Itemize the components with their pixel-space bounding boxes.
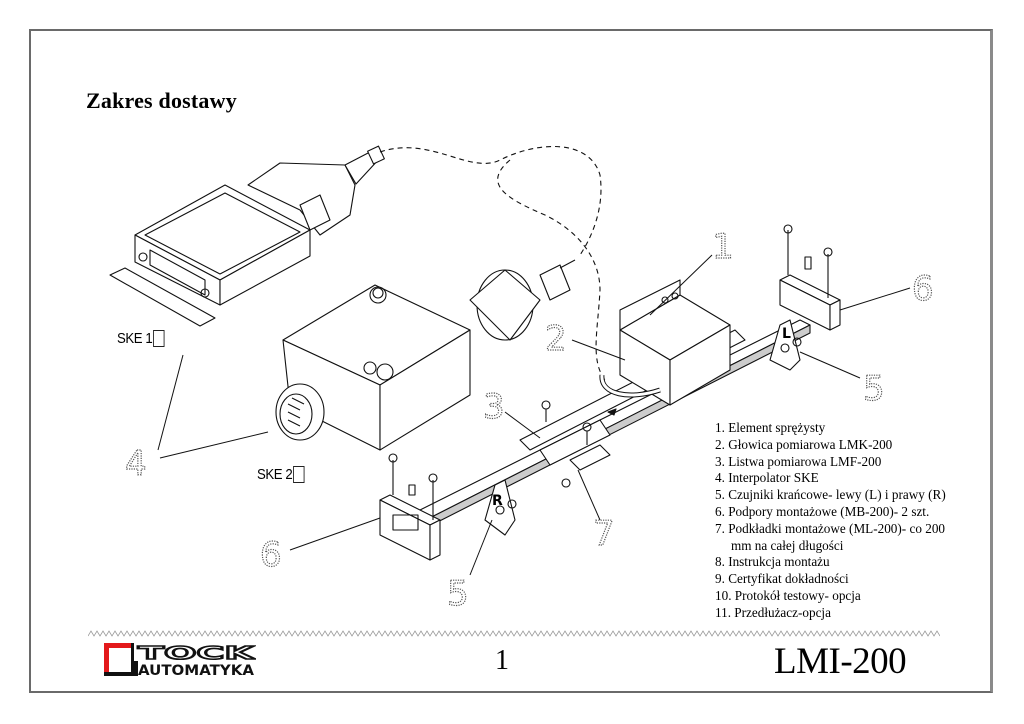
- leader-lines: [157, 254, 911, 576]
- document-code: LMI-200: [774, 641, 907, 682]
- sensor-letter-right: R: [492, 493, 503, 509]
- tock-automatyka-logo: TOCK AUTOMATYKA: [104, 642, 257, 679]
- parts-list-item: 1. Element sprężysty: [715, 420, 826, 435]
- ske2-checkbox: [293, 466, 305, 483]
- parts-list-item: 10. Protokół testowy- opcja: [715, 587, 861, 603]
- ske1-interpolator: [109, 145, 385, 327]
- callout-5-upper: 5: [863, 369, 885, 409]
- ske2-interpolator: [275, 259, 576, 451]
- mounting-support-left: [379, 400, 592, 561]
- parts-list-item-continuation: mm na całej długości: [731, 537, 844, 553]
- page-number: 1: [495, 645, 509, 676]
- callout-3: 3: [483, 387, 505, 427]
- logo-line2: AUTOMATYKA: [138, 663, 254, 676]
- callout-4: 4: [125, 444, 147, 484]
- parts-list-item: 11. Przedłużacz-opcja: [715, 604, 831, 620]
- parts-list-item: 5. Czujniki krańcowe- lewy (L) i prawy (…: [715, 487, 946, 503]
- footer-zigzag-divider: [88, 630, 940, 637]
- ske2-label: SKE 2: [257, 466, 305, 483]
- parts-list-item: 8. Instrukcja montażu: [715, 554, 830, 570]
- mounting-support-right: [769, 224, 841, 371]
- ske2-text: SKE 2: [257, 466, 293, 483]
- parts-list-item: 4. Interpolator SKE: [715, 470, 819, 486]
- parts-list-item: 9. Certyfikat dokładności: [715, 571, 849, 587]
- sensor-letter-left: L: [782, 326, 791, 342]
- ske1-label: SKE 1: [117, 330, 165, 347]
- parts-list-item: 6. Podpory montażowe (MB-200)- 2 szt.: [715, 503, 930, 519]
- parts-list-item: 2. Głowica pomiarowa LMK-200: [715, 436, 893, 452]
- callout-1: 1: [712, 227, 734, 267]
- page-frame: [29, 29, 993, 693]
- parts-list: 1. Element sprężysty 2. Głowica pomiarow…: [715, 420, 946, 622]
- measuring-head: [599, 279, 731, 406]
- logo-line1: TOCK: [138, 643, 256, 664]
- ske1-text: SKE 1: [117, 330, 153, 347]
- callout-7: 7: [593, 514, 615, 554]
- callout-5-lower: 5: [447, 574, 469, 614]
- callout-2: 2: [545, 319, 567, 359]
- parts-list-item: 7. Podkładki montażowe (ML-200)- co 200: [715, 520, 946, 536]
- callout-6-upper: 6: [912, 269, 934, 309]
- parts-list-item: 3. Listwa pomiarowa LMF-200: [715, 453, 882, 469]
- cable-dashed: [379, 145, 602, 256]
- callout-6-lower: 6: [260, 535, 282, 575]
- page-title: Zakres dostawy: [86, 88, 237, 113]
- ske1-checkbox: [153, 330, 165, 347]
